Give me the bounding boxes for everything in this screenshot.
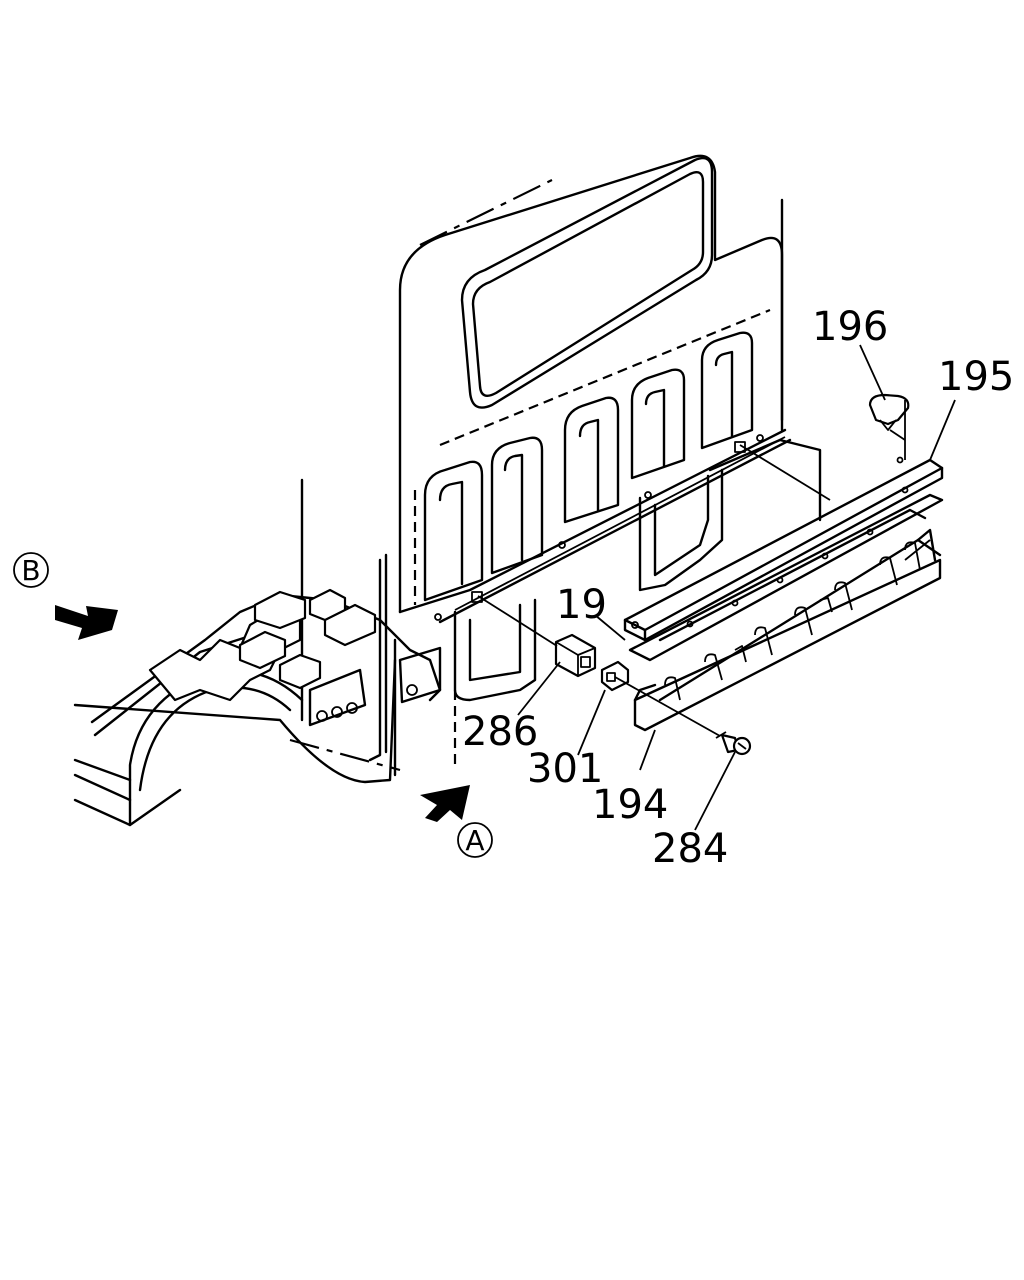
strip-195-holes: [631, 456, 909, 629]
callout-19: 19: [556, 582, 607, 628]
callout-196: 196: [812, 304, 888, 350]
cab-rear-panel: [73, 154, 822, 784]
strip-195: [623, 456, 944, 662]
bracket-194: [633, 528, 942, 732]
bracket-194-hooks: [664, 541, 921, 701]
leader-lines: [477, 344, 956, 831]
view-marker-a: A: [457, 822, 493, 858]
callout-284: 284: [652, 826, 728, 872]
callout-286: 286: [462, 709, 538, 755]
pad-301: [600, 660, 630, 692]
screw-284: [715, 731, 752, 756]
callouts: 196 195 19 286 301 194 284: [462, 304, 1014, 872]
grommet-286: [554, 633, 597, 678]
panel-ribs: [423, 331, 754, 602]
view-letter-a: A: [465, 824, 484, 857]
clip-196: [868, 393, 910, 431]
view-marker-b: B: [13, 552, 49, 588]
wheel-arch: [73, 588, 442, 827]
view-letter-b: B: [21, 554, 40, 587]
view-arrow-a: [420, 785, 470, 822]
callout-301: 301: [527, 746, 603, 792]
callout-195: 195: [938, 354, 1014, 400]
view-arrow-b: [55, 605, 118, 640]
callout-194: 194: [592, 782, 668, 828]
